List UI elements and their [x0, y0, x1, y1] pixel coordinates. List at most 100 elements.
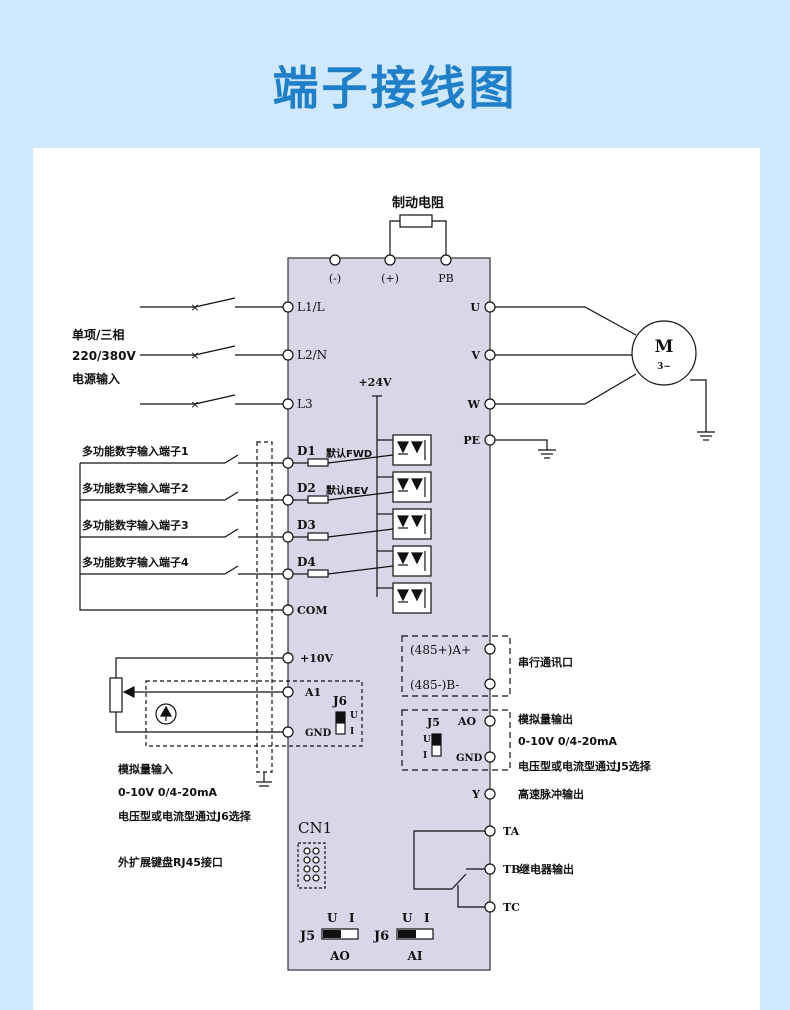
terminal-tb	[484, 863, 496, 875]
terminal-pe	[484, 434, 496, 446]
bottom-j6-i: I	[424, 911, 430, 925]
svg-text:×: ×	[190, 398, 199, 411]
terminal-ao	[484, 715, 496, 727]
pb-label: PB	[438, 272, 454, 285]
power-input-line2: 220/380V	[72, 349, 136, 363]
bottom-j5-label: J5	[299, 929, 315, 944]
ao-desc3: 电压型或电流型通过J5选择	[518, 759, 652, 773]
terminal-v	[484, 349, 496, 361]
j6-u-label: U	[350, 711, 358, 721]
terminal-u	[484, 301, 496, 313]
j6-i-label: I	[350, 727, 354, 737]
comm-desc: 串行通讯口	[518, 655, 573, 669]
tb-label: TB	[503, 863, 520, 876]
j5-label: J5	[426, 716, 440, 729]
motor-label: M	[655, 337, 674, 357]
a-plus-label: (485+)A+	[410, 643, 471, 657]
ai-desc3: 电压型或电流型通过J6选择	[118, 809, 252, 823]
u-label: U	[470, 301, 480, 314]
di4-label: 多功能数字输入端子4	[82, 555, 189, 569]
power-input-line3: 电源输入	[72, 371, 120, 386]
ta-label: TA	[503, 825, 520, 838]
di3-label: 多功能数字输入端子3	[82, 518, 189, 532]
relay-desc: 继电器输出	[519, 862, 574, 876]
d1-terminal-label: D1	[297, 444, 316, 458]
gnd-ao-label: GND	[456, 753, 483, 764]
pe-label: PE	[463, 434, 480, 447]
y-label: Y	[471, 788, 480, 801]
l1-label: L1/L	[297, 300, 325, 314]
wiring-diagram: 制动电阻 (-) (+) PB 单项/三相 220/380V 电源输入 × × …	[72, 195, 715, 971]
wiring-diagram-card: 制动电阻 (-) (+) PB 单项/三相 220/380V 电源输入 × × …	[33, 148, 760, 1010]
terminal-d4	[282, 568, 294, 580]
ao-desc1: 模拟量输出	[518, 712, 573, 726]
keypad-desc: 外扩展键盘RJ45接口	[117, 855, 223, 869]
terminal-plus10v	[282, 652, 294, 664]
tc-label: TC	[503, 901, 520, 914]
terminal-b-minus	[484, 678, 496, 690]
terminal-com	[282, 604, 294, 616]
com-label: COM	[297, 604, 328, 617]
bottom-j5-i: I	[349, 911, 355, 925]
plus24v-label: +24V	[358, 376, 392, 389]
power-input-line1: 单项/三相	[72, 327, 124, 342]
motor-symbol	[631, 320, 697, 386]
terminal-a1	[282, 686, 294, 698]
l3-label: L3	[297, 397, 313, 411]
dc-minus-label: (-)	[329, 272, 341, 285]
terminal-a-plus	[484, 643, 496, 655]
terminal-tc	[484, 901, 496, 913]
d2-terminal-label: D2	[297, 481, 316, 495]
terminal-y	[484, 788, 496, 800]
ai-desc2: 0-10V 0/4-20mA	[118, 786, 218, 799]
terminal-gnd-ao	[484, 751, 496, 763]
terminal-d2	[282, 494, 294, 506]
bottom-j5-u: U	[327, 911, 338, 925]
analog-output-box	[401, 709, 511, 771]
b-minus-label: (485-)B-	[410, 678, 459, 692]
j5-i-label: I	[423, 751, 427, 761]
svg-text:×: ×	[190, 301, 199, 314]
terminal-pb	[440, 254, 452, 266]
a1-label: A1	[304, 686, 321, 699]
ai-desc1: 模拟量输入	[118, 762, 173, 776]
svg-text:×: ×	[190, 349, 199, 362]
terminal-ta	[484, 825, 496, 837]
terminal-w	[484, 398, 496, 410]
bottom-j6-label: J6	[373, 929, 389, 944]
l2-label: L2/N	[297, 348, 327, 362]
dc-plus-label: (+)	[381, 272, 399, 285]
gnd-ai-label: GND	[305, 728, 332, 739]
v-label: V	[470, 349, 480, 362]
terminal-d1	[282, 457, 294, 469]
d1-note: 默认FWD	[326, 447, 372, 460]
terminal-dc-plus	[384, 254, 396, 266]
bottom-ai-label: AI	[407, 949, 423, 963]
cn1-label: CN1	[298, 819, 332, 837]
brake-resistor-label: 制动电阻	[392, 195, 444, 211]
brake-resistor-symbol	[399, 214, 433, 228]
comm-port-box	[401, 635, 511, 697]
potentiometer-symbol	[109, 677, 123, 713]
terminal-gnd-ai	[282, 726, 294, 738]
terminal-l2	[282, 349, 294, 361]
j6-label: J6	[332, 694, 347, 708]
ao-label: AO	[457, 715, 477, 728]
bottom-j6-u: U	[402, 911, 413, 925]
plus10v-label: +10V	[300, 652, 334, 665]
analog-input-box	[145, 680, 363, 747]
relay-coil-wire	[413, 830, 485, 890]
d3-terminal-label: D3	[297, 518, 316, 532]
rj45-port	[297, 842, 326, 889]
y-desc: 高速脉冲输出	[518, 787, 584, 801]
terminal-l1	[282, 301, 294, 313]
j5-u-label: U	[423, 735, 431, 745]
di1-label: 多功能数字输入端子1	[82, 444, 189, 458]
terminal-d3	[282, 531, 294, 543]
bottom-ao-label: AO	[329, 949, 350, 963]
motor-sub-label: 3~	[657, 362, 671, 372]
w-label: W	[467, 398, 481, 411]
d2-note: 默认REV	[326, 484, 369, 497]
d4-terminal-label: D4	[297, 555, 316, 569]
terminal-dc-minus	[329, 254, 341, 266]
